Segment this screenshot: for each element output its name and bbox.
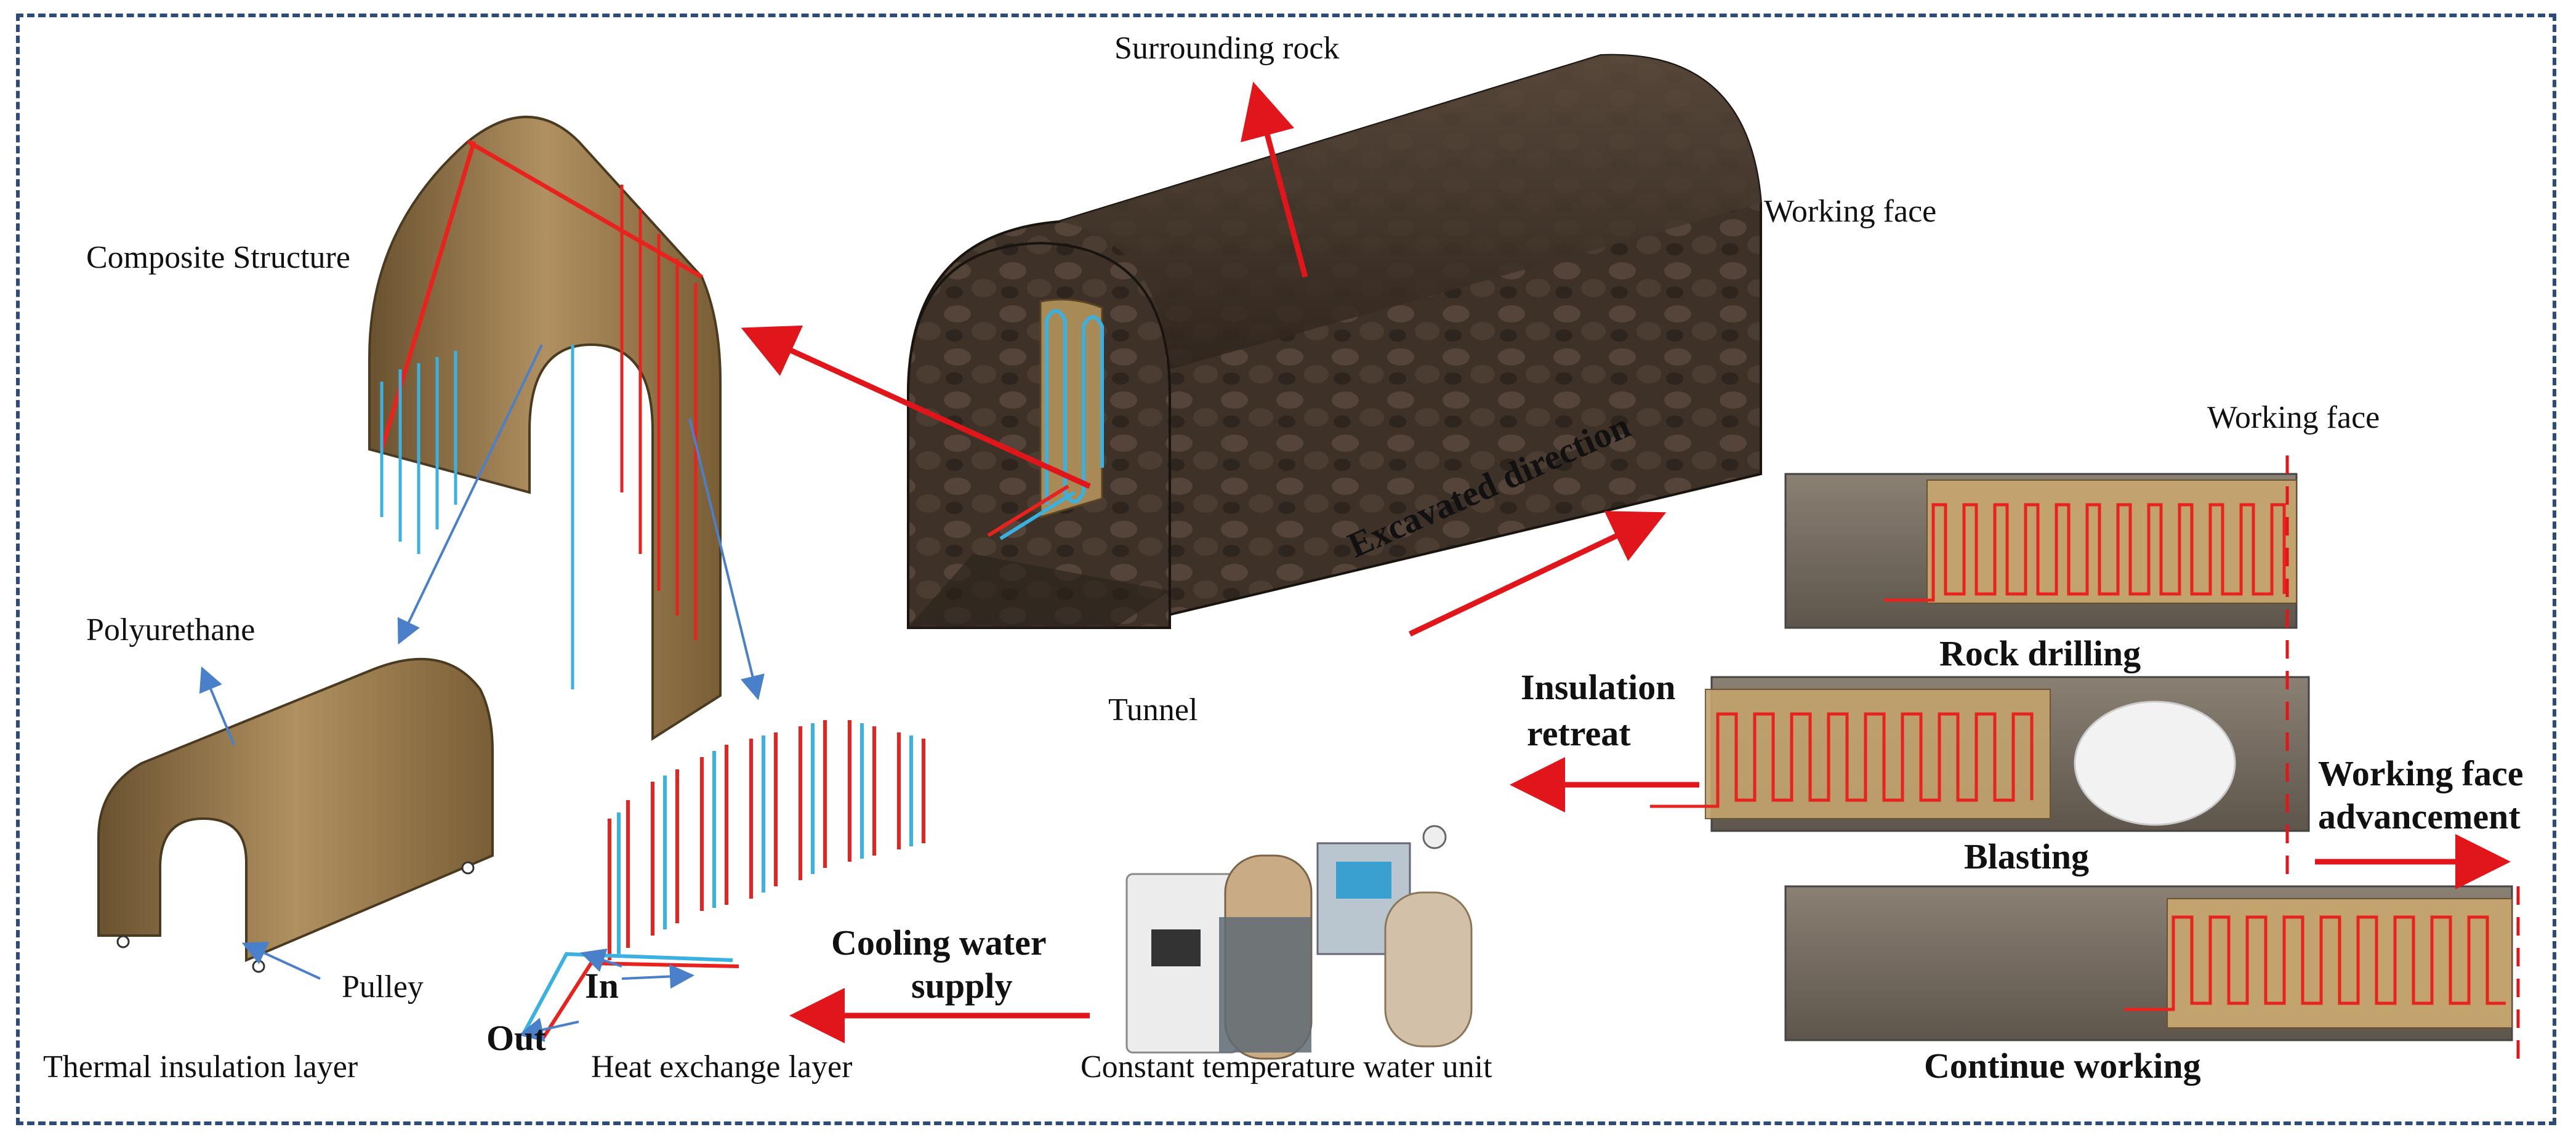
label-insulation: Insulation	[1521, 667, 1676, 707]
label-blasting: Blasting	[1964, 836, 2090, 876]
composite-structure-illustration	[368, 116, 722, 741]
label-thermal-insulation-layer: Thermal insulation layer	[43, 1049, 358, 1085]
thermal-insulation-illustration	[97, 657, 494, 973]
arrow-out	[518, 1017, 579, 1042]
tunnel-illustration	[907, 54, 1762, 629]
arrow-to-insulation-layer	[397, 344, 543, 645]
blasting-panel	[1650, 676, 2310, 832]
label-cooling-water: Cooling water	[831, 923, 1047, 963]
arrow-polyurethane	[199, 666, 235, 745]
arrow-surrounding-rock	[1241, 81, 1308, 278]
water-unit-illustration	[1125, 825, 1473, 1060]
label-constant-temp-unit: Constant temperature water unit	[1081, 1049, 1492, 1085]
arrow-in	[580, 948, 622, 973]
arrow-in-right	[621, 964, 694, 989]
label-tunnel: Tunnel	[1108, 692, 1198, 728]
label-out: Out	[486, 1018, 546, 1058]
arrow-composite-structure	[741, 325, 1091, 489]
heat-exchange-illustration	[521, 720, 925, 1041]
dashed-border-frame	[16, 14, 2556, 1125]
label-working-face-right: Working face	[2207, 400, 2380, 435]
label-supply: supply	[911, 966, 1013, 1006]
label-retreat: retreat	[1527, 713, 1631, 753]
continue-working-panel	[1784, 885, 2513, 1041]
label-continue-working: Continue working	[1924, 1046, 2201, 1086]
label-pulley: Pulley	[342, 969, 424, 1005]
arrow-pulley	[241, 942, 321, 980]
label-rock-drilling: Rock drilling	[1939, 633, 2141, 673]
label-working-face-top: Working face	[1764, 194, 1937, 229]
label-polyurethane: Polyurethane	[86, 612, 256, 648]
rock-drilling-panel	[1784, 473, 2298, 629]
label-in: In	[585, 966, 619, 1006]
label-advancement: advancement	[2318, 796, 2521, 836]
label-working-face-adv: Working face	[2318, 753, 2524, 793]
arrow-excavated-direction	[1409, 511, 1667, 637]
label-surrounding-rock: Surrounding rock	[1114, 31, 1340, 66]
label-composite-structure: Composite Structure	[86, 240, 350, 275]
label-heat-exchange-layer: Heat exchange layer	[591, 1049, 853, 1085]
arrow-to-heat-layer	[688, 418, 765, 700]
